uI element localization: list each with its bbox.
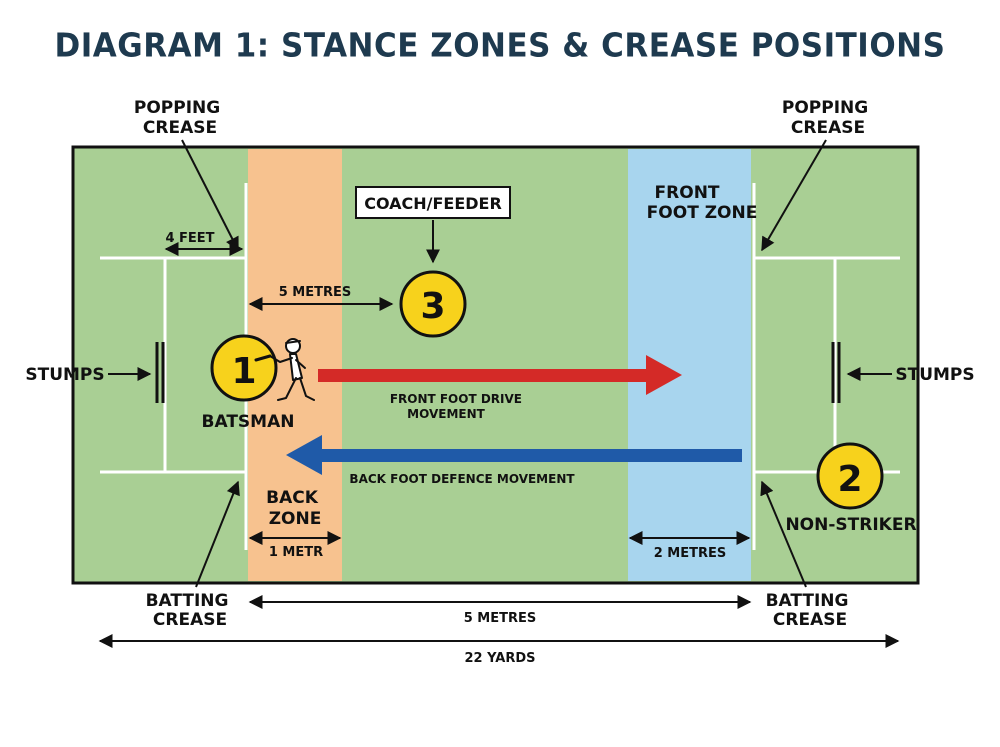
batting-crease-right-pointer	[760, 480, 807, 588]
batsman-label: BATSMAN	[202, 412, 295, 432]
page-title: DIAGRAM 1: STANCE ZONES & CREASE POSITIO…	[54, 27, 946, 65]
batsman-figure-icon	[254, 338, 315, 401]
stumps-left-label: STUMPS	[25, 365, 104, 385]
coach-feeder-label: COACH/FEEDER	[364, 194, 502, 213]
front-foot-drive-arrow	[318, 355, 682, 395]
twenty-two-yards-label: 22 YARDS	[464, 651, 535, 666]
coach-feeder-box	[355, 186, 511, 219]
five-metres-top-label: 5 METRES	[279, 285, 352, 300]
five-metres-bottom-label: 5 METRES	[464, 611, 537, 626]
stumps-right-marker	[831, 342, 841, 403]
stumps-right-label: STUMPS	[895, 365, 974, 385]
position-2-marker	[816, 442, 884, 510]
batting-crease-left-pointer	[195, 480, 240, 588]
position-1-number: 1	[231, 351, 256, 392]
popping-crease-left-pointer	[181, 139, 239, 252]
back-foot-defence-label: BACK FOOT DEFENCE MOVEMENT	[349, 472, 575, 486]
position-3-marker	[399, 270, 467, 338]
back-foot-defence-arrow	[286, 435, 742, 475]
position-2-number: 2	[837, 459, 862, 500]
batting-crease-left-label: BATTING CREASE	[146, 591, 235, 630]
front-foot-drive-label: FRONT FOOT DRIVE MOVEMENT	[390, 392, 526, 421]
four-feet-label: 4 FEET	[165, 231, 214, 246]
stumps-left-marker	[155, 342, 165, 403]
position-3-number: 3	[420, 286, 445, 327]
popping-crease-left-label: POPPING CREASE	[134, 98, 226, 138]
back-zone-label: BACK ZONE	[266, 488, 324, 529]
popping-crease-right-pointer	[761, 139, 827, 252]
batting-crease-right-label: BATTING CREASE	[766, 591, 855, 630]
non-striker-label: NON-STRIKER	[785, 515, 916, 535]
position-1-marker	[210, 334, 278, 402]
front-foot-zone-label: FRONT FOOT ZONE	[647, 183, 758, 223]
two-metres-label: 2 METRES	[654, 546, 727, 561]
one-metre-label: 1 METR	[269, 545, 323, 560]
popping-crease-right-label: POPPING CREASE	[782, 98, 874, 138]
